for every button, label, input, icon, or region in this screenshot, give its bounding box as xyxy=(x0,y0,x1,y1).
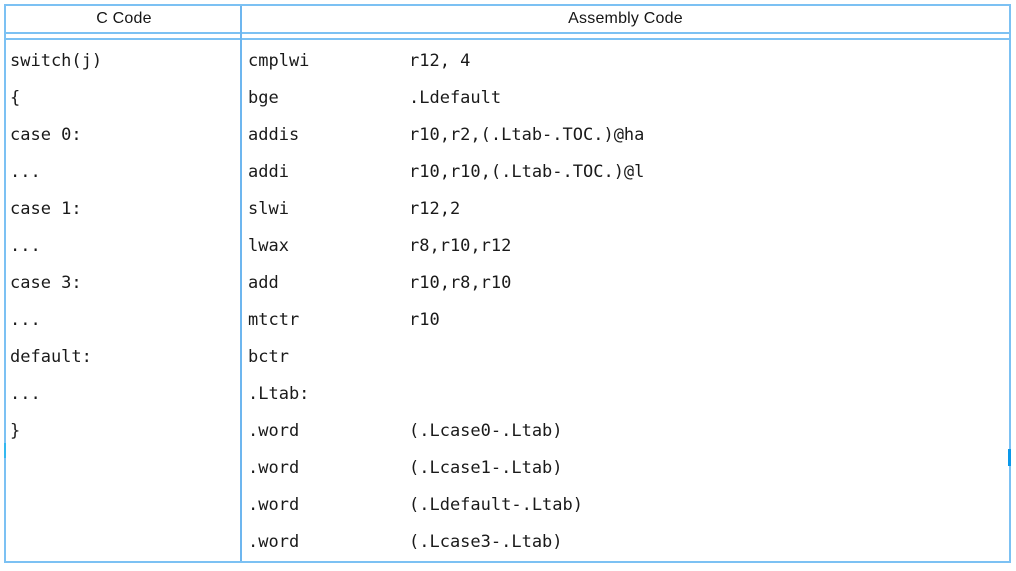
asm-line: mtctr r10 xyxy=(242,301,1009,338)
border-seam-right xyxy=(1008,449,1011,466)
asm-operands: (.Lcase3-.Ltab) xyxy=(409,532,563,553)
asm-mnemonic: add xyxy=(248,272,279,293)
asm-mnemonic: bge xyxy=(248,87,279,108)
header-double-rule xyxy=(6,36,1009,40)
column-divider xyxy=(240,6,242,561)
asm-line: add r10,r8,r10 xyxy=(242,264,1009,301)
asm-mnemonic: .word xyxy=(248,458,300,479)
asm-operands: r8,r10,r12 xyxy=(409,235,512,256)
asm-operands: r10,r2,(.Ltab-.TOC.)@ha xyxy=(409,124,645,145)
c-code-line: ... xyxy=(10,161,41,182)
asm-line: slwi r12,2 xyxy=(242,190,1009,227)
asm-line: addi r10,r10,(.Ltab-.TOC.)@l xyxy=(242,153,1009,190)
c-code-line: switch(j) xyxy=(10,50,103,71)
c-code-column: switch(j) { case 0: ... case 1: ... case… xyxy=(6,42,242,561)
header-assembly-code: Assembly Code xyxy=(568,10,683,27)
asm-mnemonic: .word xyxy=(248,532,300,553)
asm-mnemonic: .Ltab: xyxy=(248,384,310,405)
asm-mnemonic: .word xyxy=(248,495,300,516)
asm-operands: r12, 4 xyxy=(409,50,471,71)
code-comparison-table: C Code Assembly Code switch(j) { case 0:… xyxy=(4,4,1011,563)
asm-mnemonic: lwax xyxy=(248,235,289,256)
asm-line: lwax r8,r10,r12 xyxy=(242,227,1009,264)
table-header-row: C Code Assembly Code xyxy=(6,6,1009,34)
asm-line: .word (.Ldefault-.Ltab) xyxy=(242,487,1009,524)
asm-line: .word (.Lcase3-.Ltab) xyxy=(242,524,1009,561)
asm-line: addis r10,r2,(.Ltab-.TOC.)@ha xyxy=(242,116,1009,153)
asm-mnemonic: slwi xyxy=(248,198,289,219)
asm-mnemonic: cmplwi xyxy=(248,50,310,71)
asm-operands: (.Lcase1-.Ltab) xyxy=(409,458,563,479)
asm-line: bctr xyxy=(242,339,1009,376)
asm-line: .word (.Lcase0-.Ltab) xyxy=(242,413,1009,450)
asm-operands: (.Ldefault-.Ltab) xyxy=(409,495,583,516)
asm-mnemonic: addis xyxy=(248,124,300,145)
assembly-column: cmplwi r12, 4 bge .Ldefault addis r10,r2,(.… xyxy=(242,42,1009,561)
asm-operands: .Ldefault xyxy=(409,87,502,108)
c-code-line: ... xyxy=(10,309,41,330)
c-code-line: default: xyxy=(10,347,92,368)
asm-mnemonic: .word xyxy=(248,421,300,442)
border-seam-left xyxy=(4,443,6,458)
asm-line: cmplwi r12, 4 xyxy=(242,42,1009,79)
c-code-line: { xyxy=(10,87,21,108)
c-code-line: } xyxy=(10,421,21,442)
asm-operands: r10 xyxy=(409,309,440,330)
asm-mnemonic: addi xyxy=(248,161,289,182)
c-code-line: ... xyxy=(10,235,41,256)
c-code-line: case 1: xyxy=(10,198,82,219)
asm-mnemonic: bctr xyxy=(248,347,289,368)
asm-operands: r12,2 xyxy=(409,198,461,219)
asm-operands: r10,r8,r10 xyxy=(409,272,512,293)
asm-operands: (.Lcase0-.Ltab) xyxy=(409,421,563,442)
asm-mnemonic: mtctr xyxy=(248,309,300,330)
header-c-code: C Code xyxy=(96,10,152,27)
c-code-line: case 3: xyxy=(10,272,82,293)
asm-line: bge .Ldefault xyxy=(242,79,1009,116)
asm-line: .Ltab: xyxy=(242,376,1009,413)
asm-line: .word (.Lcase1-.Ltab) xyxy=(242,450,1009,487)
c-code-line: case 0: xyxy=(10,124,82,145)
table-body: switch(j) { case 0: ... case 1: ... case… xyxy=(6,42,1009,561)
c-code-line: ... xyxy=(10,384,41,405)
asm-operands: r10,r10,(.Ltab-.TOC.)@l xyxy=(409,161,645,182)
